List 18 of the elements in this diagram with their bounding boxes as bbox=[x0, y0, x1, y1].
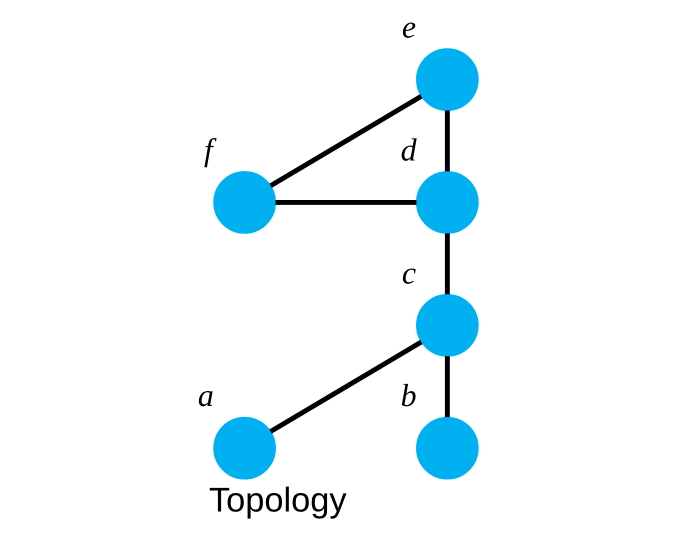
connector bbox=[268, 340, 422, 434]
connector bbox=[444, 110, 450, 172]
node-label: b bbox=[400, 378, 416, 414]
node-label: e bbox=[401, 10, 416, 45]
node-circle bbox=[416, 294, 478, 357]
node-circle bbox=[416, 416, 478, 480]
node-circle bbox=[212, 416, 276, 480]
node-label: c bbox=[401, 255, 416, 290]
connector bbox=[444, 233, 450, 294]
node-circle bbox=[416, 48, 478, 111]
caption: Topology bbox=[208, 481, 346, 520]
connector bbox=[268, 94, 422, 188]
node-circle bbox=[212, 171, 276, 234]
node-circle bbox=[416, 171, 478, 234]
node-label: a bbox=[197, 378, 214, 414]
connector bbox=[275, 200, 416, 205]
connector bbox=[444, 356, 450, 418]
node-label: d bbox=[400, 132, 416, 168]
